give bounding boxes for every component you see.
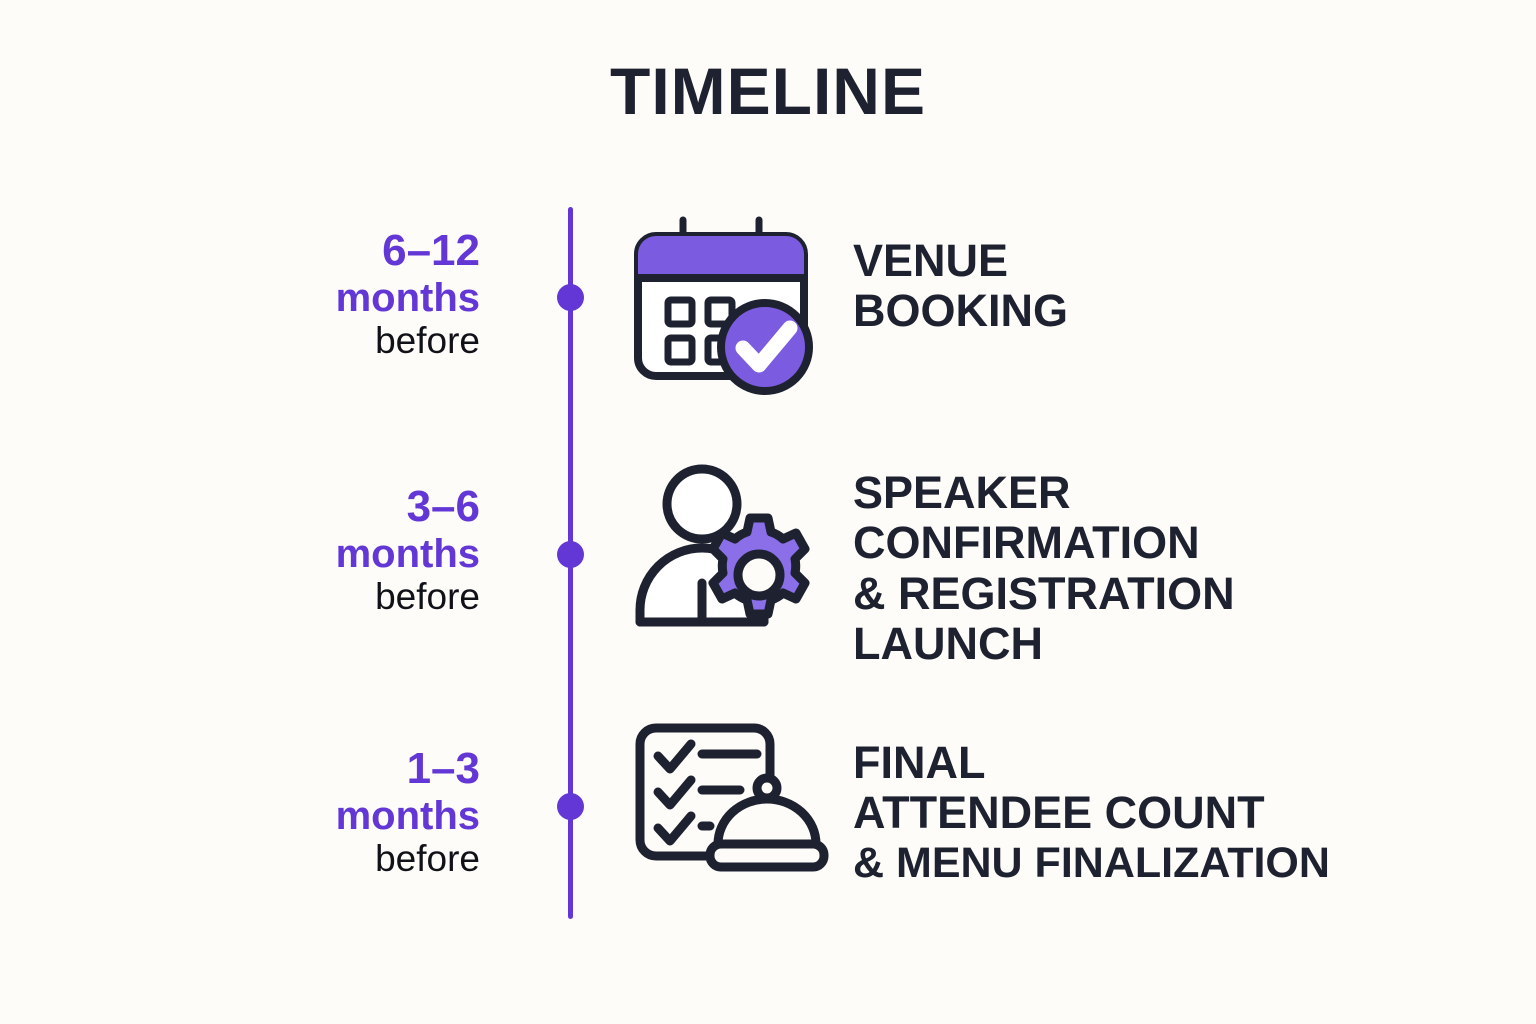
milestone-heading-1: VENUE BOOKING: [853, 235, 1069, 337]
milestone-heading-2: SPEAKER CONFIRMATION & REGISTRATION LAUN…: [853, 467, 1235, 670]
milestone-heading-3-line-1: FINAL: [853, 737, 986, 788]
person-gear-icon: [630, 462, 820, 642]
milestone-heading-2-line-3: & REGISTRATION: [853, 567, 1235, 619]
time-range-3: 1–3: [406, 744, 480, 793]
checklist-cloche-icon: [630, 716, 830, 881]
milestone-heading-3: FINAL ATTENDEE COUNT & MENU FINALIZATION: [853, 737, 1330, 887]
time-label-3: 1–3 months before: [180, 744, 480, 880]
time-qualifier-3: before: [375, 838, 480, 880]
time-unit-1: months: [335, 275, 480, 320]
milestone-heading-1-line-1: VENUE: [853, 235, 1009, 286]
time-unit-3: months: [335, 793, 480, 838]
calendar-check-icon: [630, 212, 820, 407]
milestone-heading-2-line-4: LAUNCH: [853, 618, 1043, 670]
milestone-heading-1-line-2: BOOKING: [853, 285, 1069, 337]
timeline-dot-3: [557, 793, 584, 820]
time-qualifier-2: before: [375, 576, 480, 618]
time-label-1: 6–12 months before: [180, 226, 480, 362]
page-title: TIMELINE: [610, 54, 926, 128]
time-qualifier-1: before: [375, 320, 480, 362]
milestone-heading-3-line-3: & MENU FINALIZATION: [853, 838, 1330, 887]
time-range-1: 6–12: [382, 226, 480, 275]
time-label-2: 3–6 months before: [180, 482, 480, 618]
milestone-heading-2-line-1: SPEAKER: [853, 467, 1071, 518]
timeline-dot-1: [557, 284, 584, 311]
time-range-2: 3–6: [406, 482, 480, 531]
milestone-heading-2-line-2: CONFIRMATION: [853, 517, 1200, 569]
time-unit-2: months: [335, 531, 480, 576]
timeline-dot-2: [557, 541, 584, 568]
milestone-heading-3-line-2: ATTENDEE COUNT: [853, 787, 1265, 839]
